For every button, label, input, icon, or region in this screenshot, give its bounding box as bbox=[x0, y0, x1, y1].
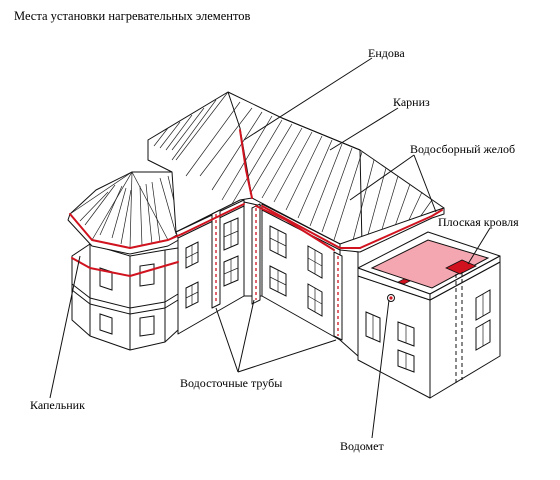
cable-valley-right bbox=[255, 205, 335, 251]
octagonal-tower bbox=[67, 171, 191, 351]
label-endova: Ендова bbox=[368, 46, 405, 60]
diagram-title: Места установки нагревательных элементов bbox=[14, 9, 251, 23]
label-flat-roof: Плоская кровля bbox=[438, 215, 519, 229]
label-karniz: Карниз bbox=[393, 95, 430, 109]
main-roof bbox=[147, 91, 445, 247]
cable-valley bbox=[239, 129, 253, 199]
label-downpipes: Водосточные трубы bbox=[180, 376, 283, 390]
downpipes bbox=[211, 203, 343, 341]
label-water-spout: Водомет bbox=[340, 439, 384, 453]
cable-eave-left bbox=[181, 203, 245, 235]
label-drip-edge: Капельник bbox=[30, 398, 85, 412]
leader-lines bbox=[49, 57, 491, 439]
cable-eave-right bbox=[261, 205, 361, 249]
heating-cables bbox=[69, 129, 443, 277]
main-roof-ribs bbox=[153, 91, 433, 245]
windows bbox=[99, 217, 323, 337]
flat-roof-surface bbox=[370, 239, 490, 289]
flat-roof-annex bbox=[357, 231, 501, 399]
cable-gutter-right bbox=[359, 209, 443, 249]
label-gutter: Водосборный желоб bbox=[410, 142, 516, 156]
roof-drain-box-small bbox=[397, 278, 411, 285]
cable-drip-edge bbox=[69, 213, 183, 249]
cable-tower-band bbox=[71, 257, 179, 277]
